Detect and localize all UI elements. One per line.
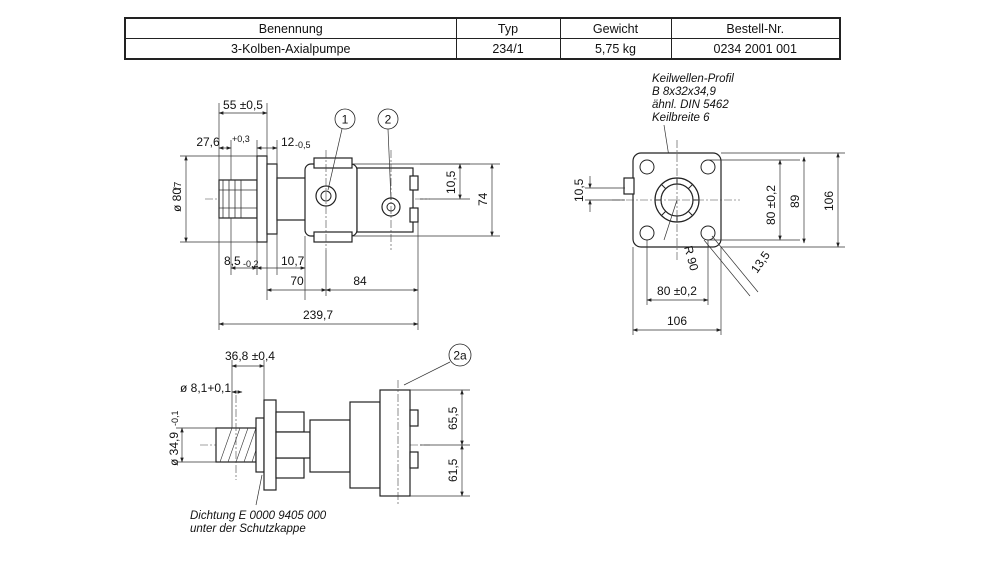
dim-61-5: 61,5 — [446, 458, 460, 482]
front-dim-89: 89 — [788, 194, 802, 208]
cell-typ: 234/1 — [455, 38, 561, 60]
cell-benennung: 3-Kolben-Axialpumpe — [124, 38, 457, 60]
bottom-view: 36,8 ±0,4 ø 8,1+0,1 ø 34,9 -0,1 65,5 61,… — [167, 343, 472, 535]
seal-note-line2: unter der Schutzkappe — [190, 523, 306, 535]
spline-note-line2: B 8x32x34,9 — [652, 86, 717, 98]
dim-dia34-9-tol: -0,1 — [170, 410, 180, 426]
dim-12: 12 — [281, 135, 295, 149]
dim-27-6: 27,6 — [196, 135, 220, 149]
dim-12-tol: -0,5 — [295, 140, 311, 150]
dim-dia80: ø 80 — [170, 188, 184, 212]
table-row: 3-Kolben-Axialpumpe 234/1 5,75 kg 0234 2… — [124, 38, 841, 60]
seal-note-line1: Dichtung E 0000 9405 000 — [190, 510, 327, 522]
front-dim-80-v: 80 ±0,2 — [764, 185, 778, 225]
front-dim-106-v: 106 — [822, 191, 836, 211]
dim-10-5: 10,5 — [444, 170, 458, 194]
dim-65-5: 65,5 — [446, 406, 460, 430]
dim-239-7: 239,7 — [303, 308, 333, 322]
front-dim-106-h: 106 — [667, 314, 687, 328]
cell-gewicht: 5,75 kg — [559, 38, 672, 60]
spec-table: Benennung Typ Gewicht Bestell-Nr. 3-Kolb… — [124, 17, 841, 60]
side-view: 1 2 55 ±0,5 27,6 +0,3 12 -0,5 ø 80 f7 — [170, 98, 500, 330]
cell-bestell-nr: 0234 2001 001 — [670, 38, 841, 60]
front-dim-10-5: 10,5 — [572, 178, 586, 202]
dim-dia8-1: ø 8,1+0,1 — [180, 381, 231, 395]
dim-27-6-tol: +0,3 — [232, 134, 250, 144]
callout-2a: 2a — [453, 349, 467, 363]
spline-note-line4: Keilbreite 6 — [652, 112, 710, 124]
dim-10-7: 10,7 — [281, 254, 305, 268]
dim-55: 55 ±0,5 — [223, 98, 263, 112]
table-header-row: Benennung Typ Gewicht Bestell-Nr. — [124, 17, 841, 39]
spline-note-line3: ähnl. DIN 5462 — [652, 99, 729, 111]
callout-1: 1 — [342, 113, 349, 127]
front-dim-13-5: 13,5 — [748, 248, 773, 275]
dim-dia80-tol: f7 — [173, 181, 184, 190]
dim-8-5: 8,5 — [224, 254, 241, 268]
dim-36-8: 36,8 ±0,4 — [225, 349, 275, 363]
spline-note-line1: Keilwellen-Profil — [652, 73, 734, 85]
dim-84: 84 — [353, 274, 367, 288]
dim-70: 70 — [290, 274, 304, 288]
front-dim-80-h: 80 ±0,2 — [657, 284, 697, 298]
dim-dia34-9: ø 34,9 — [167, 432, 181, 466]
callout-2: 2 — [385, 113, 392, 127]
front-dim-r90: R 90 — [681, 244, 701, 272]
dim-8-5-tol: -0,2 — [243, 259, 259, 269]
front-view: Keilwellen-Profil B 8x32x34,9 ähnl. DIN … — [572, 73, 845, 335]
dim-74: 74 — [476, 192, 490, 206]
